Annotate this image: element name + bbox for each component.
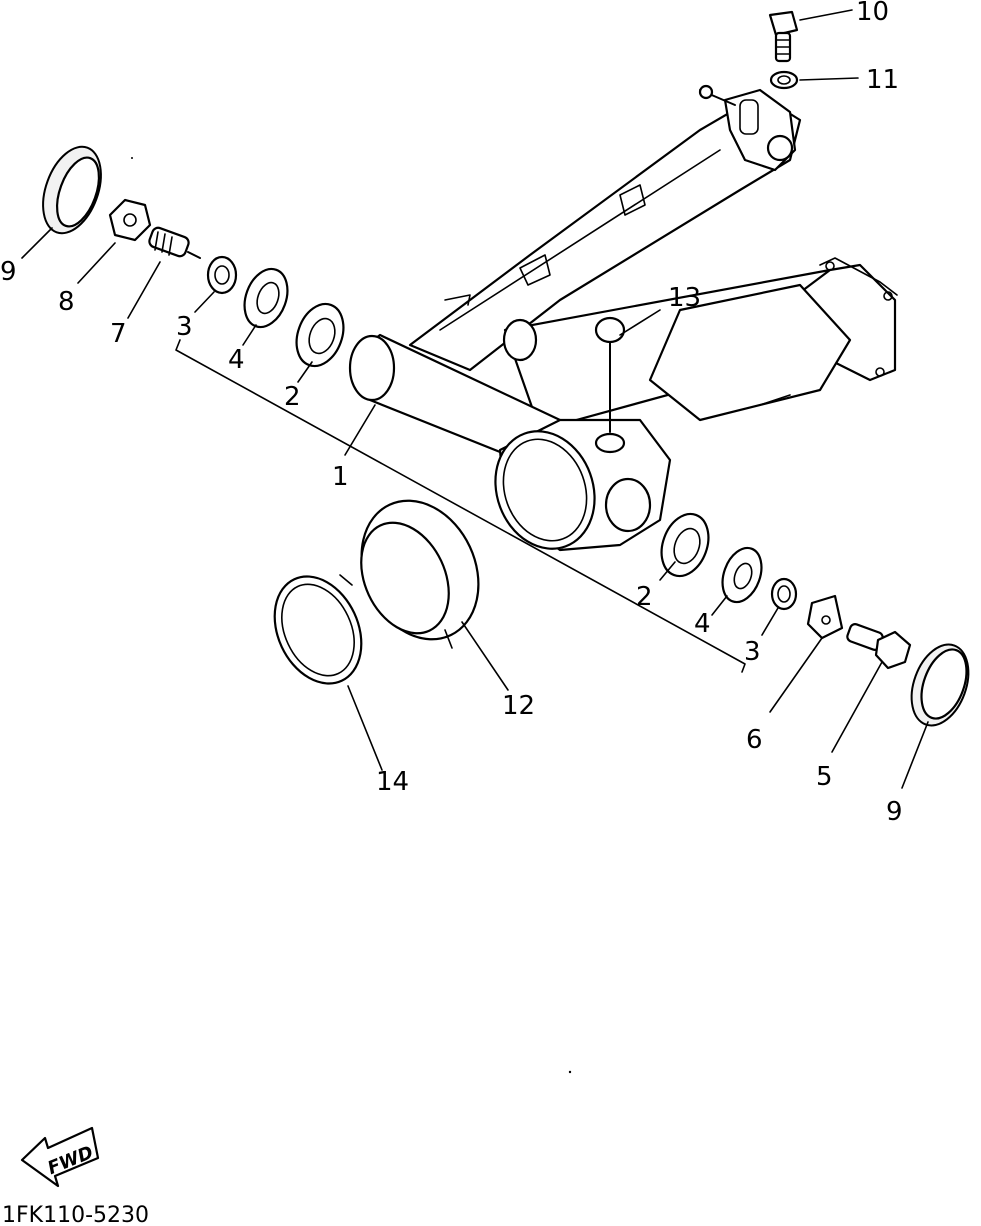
callout-8: 8 [58,287,75,317]
callout-7: 7 [110,319,127,349]
callout-9-right: 9 [886,797,903,827]
part-collar-left [206,255,238,295]
swingarm [348,84,898,552]
callout-3-left: 3 [176,312,193,342]
callout-4-right: 4 [694,609,711,639]
callout-2-right: 2 [636,582,653,612]
part-dust-cover [339,499,480,649]
part-oil-seal-left [243,267,289,329]
part-oil-seal-right [721,546,763,604]
callout-12: 12 [502,691,535,721]
callout-11: 11 [866,65,899,95]
assembly-bracket-line [175,339,746,673]
part-cap-right [910,643,970,727]
part-thrust-ring [273,575,363,685]
callout-9-left: 9 [0,257,17,287]
part-collar-right [770,577,798,611]
diagram-code: 1FK110-5230 [2,1203,149,1226]
callout-1: 1 [332,462,349,492]
callout-3-right: 3 [744,637,761,667]
fwd-arrow-icon: FWD [20,1126,100,1188]
callout-6: 6 [746,725,763,755]
callout-labels: 9 8 7 3 4 2 1 13 10 11 2 4 3 12 6 5 14 9 [0,0,903,827]
callout-4-left: 4 [228,345,245,375]
part-pivot-shaft-left [148,226,201,259]
part-plate-washer [806,594,844,640]
part-bearing-left [295,302,345,368]
part-grease-nipple [594,316,626,433]
part-pivot-bolt-right [846,623,912,670]
part-cap-left [42,145,102,235]
callout-2-left: 2 [284,382,301,412]
leader-lines [21,9,929,789]
part-bearing-right [660,512,710,578]
callout-13: 13 [668,283,701,313]
part-nut [108,198,152,242]
callout-14: 14 [376,767,409,797]
callout-10: 10 [856,0,889,27]
part-washer-top [769,70,799,90]
callout-5: 5 [816,762,833,792]
part-bolt-top [768,10,799,63]
